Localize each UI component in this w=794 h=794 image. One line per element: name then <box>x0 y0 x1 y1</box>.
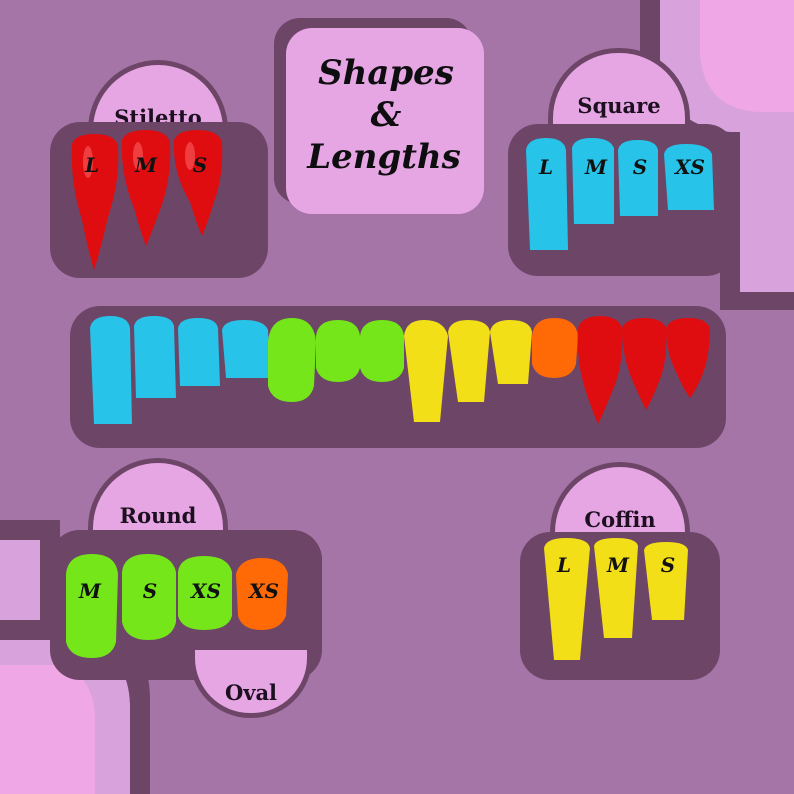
stiletto-size-s: S <box>193 153 207 177</box>
square-size-s: S <box>633 155 647 179</box>
square-label: Square <box>577 93 661 118</box>
title-line-lengths: Lengths <box>306 137 461 177</box>
square-size-l: L <box>538 155 553 179</box>
title-line-shapes: Shapes <box>318 53 454 93</box>
coffin-nails: L M S <box>544 538 688 660</box>
title-card: Shapes & Lengths <box>286 28 484 214</box>
oval-label: Oval <box>224 680 278 705</box>
coffin-size-m: M <box>606 553 630 577</box>
coffin-size-l: L <box>556 553 571 577</box>
square-size-xs: XS <box>673 155 705 179</box>
square-nail-s <box>618 140 658 216</box>
square-nail-xs <box>664 144 714 210</box>
round-size-s: S <box>143 579 157 603</box>
title-line-ampersand: & <box>371 95 402 135</box>
stiletto-nail-s <box>173 130 223 236</box>
oval-size-xs: XS <box>247 579 279 603</box>
coffin-size-s: S <box>661 553 675 577</box>
coffin-label: Coffin <box>584 507 656 532</box>
round-size-xs: XS <box>189 579 221 603</box>
stiletto-size-l: L <box>84 153 99 177</box>
square-nail-m <box>572 138 614 224</box>
coffin-nail-m <box>594 538 638 638</box>
round-size-m: M <box>78 579 102 603</box>
stiletto-nail-m <box>121 130 171 246</box>
stiletto-size-m: M <box>134 153 158 177</box>
square-nail-l <box>526 138 568 250</box>
round-nail-xs <box>178 556 232 630</box>
square-nails: L M S XS <box>526 138 714 250</box>
round-label: Round <box>119 503 197 528</box>
oval-nail-xs <box>236 558 288 630</box>
coffin-nail-s <box>644 542 688 620</box>
coffin-nail-l <box>544 538 590 660</box>
square-size-m: M <box>584 155 608 179</box>
round-nails: M S XS XS <box>66 554 288 658</box>
all-nails-row <box>90 316 710 424</box>
round-nail-s <box>122 554 176 640</box>
round-nail-m <box>66 554 118 658</box>
stiletto-nail-l <box>71 134 119 270</box>
stiletto-nails: L M S <box>71 130 223 270</box>
